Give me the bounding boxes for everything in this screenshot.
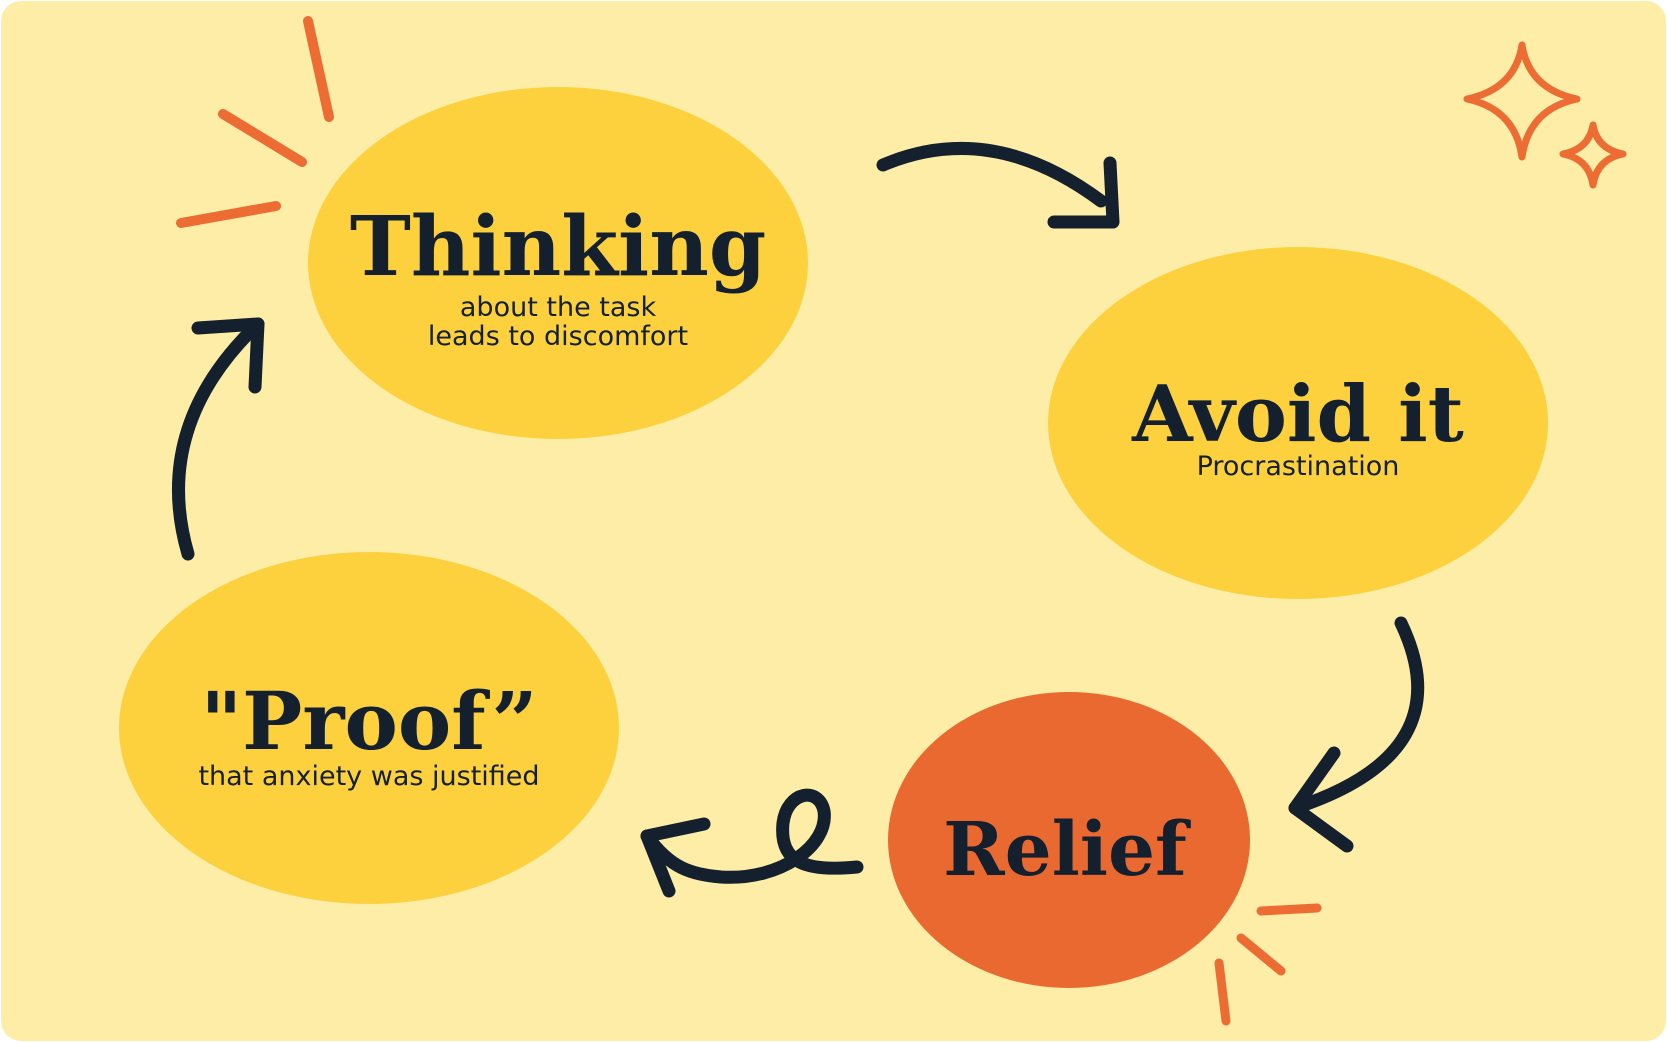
node-relief xyxy=(888,692,1250,988)
relief-title: Relief xyxy=(943,807,1191,893)
thinking-title: Thinking xyxy=(350,199,766,295)
proof-title: "Proof” xyxy=(200,674,537,768)
node-avoid-it xyxy=(1048,247,1548,599)
avoid-title: Avoid it xyxy=(1131,369,1464,460)
node-proof xyxy=(119,552,619,904)
proof-subtitle: that anxiety was justified xyxy=(198,761,539,792)
burst-lines-icon xyxy=(1214,903,1322,1026)
loop-arrow-icon xyxy=(640,788,864,898)
curved-arrow-icon xyxy=(876,142,1120,229)
node-thinking xyxy=(308,87,808,439)
thinking-subtitle-line1: about the task xyxy=(460,292,657,323)
curved-arrow-icon xyxy=(172,317,265,561)
curved-arrow-icon xyxy=(1288,616,1425,853)
thinking-subtitle-line2: leads to discomfort xyxy=(428,321,688,352)
sparkle-icon xyxy=(1559,121,1627,189)
avoid-subtitle: Procrastination xyxy=(1197,451,1400,482)
sparkle-icon xyxy=(1463,41,1581,161)
burst-lines-icon xyxy=(176,16,334,228)
